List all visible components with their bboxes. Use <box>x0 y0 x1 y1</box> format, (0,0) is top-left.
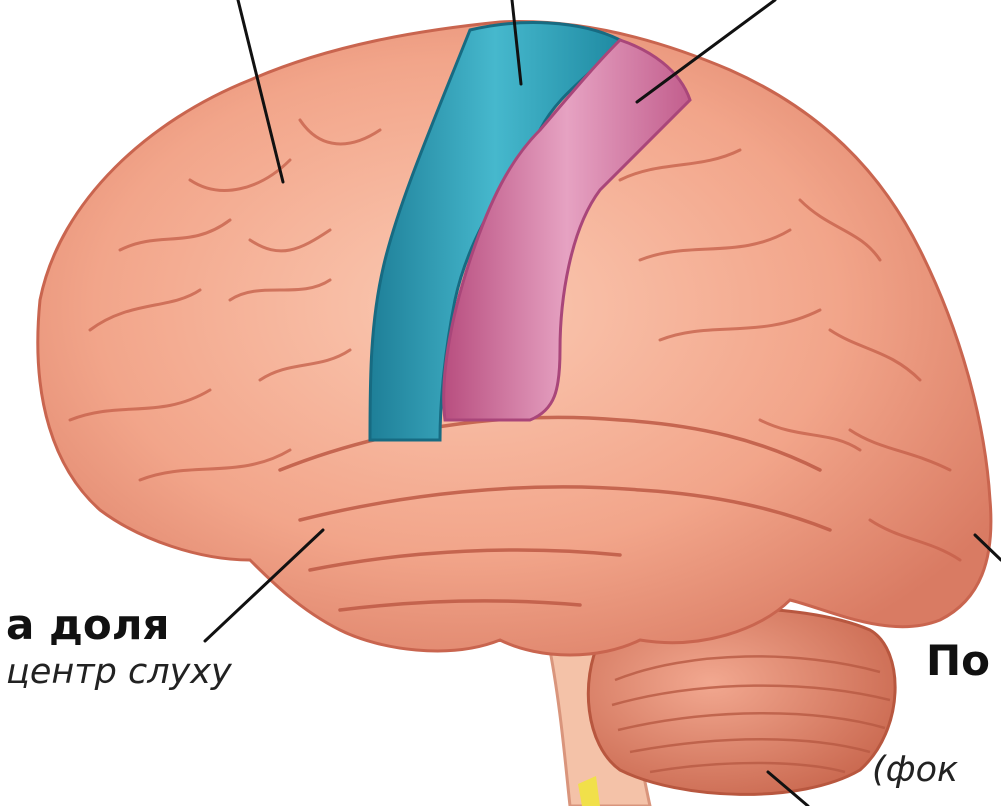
occipital-lobe-label: По <box>926 636 990 685</box>
occipital-lobe-note: (фок <box>872 750 958 790</box>
temporal-lobe-note: центр слуху <box>6 652 232 692</box>
temporal-lobe-label: а доля <box>6 600 169 649</box>
